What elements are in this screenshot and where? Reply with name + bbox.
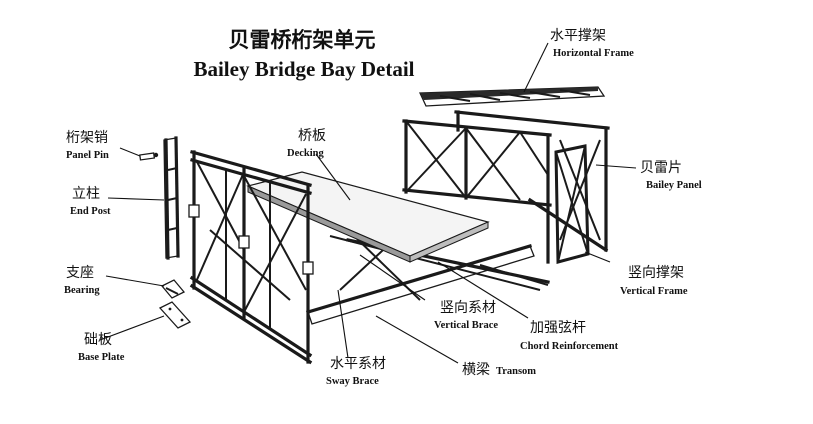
- label-bearing-cn: 支座: [66, 265, 94, 281]
- label-decking: 桥板 Decking: [287, 128, 326, 159]
- label-base-plate-en: Base Plate: [78, 352, 125, 363]
- rear-bailey-panel: [402, 110, 610, 264]
- label-bailey-panel-cn: 贝雷片: [640, 160, 682, 176]
- label-end-post-en: End Post: [70, 206, 111, 217]
- label-bailey-panel: 贝雷片 Bailey Panel: [640, 160, 702, 191]
- bearing-part: [160, 279, 186, 299]
- label-base-plate-cn: 础板: [84, 332, 112, 348]
- label-sway-brace-cn: 水平系材: [330, 356, 386, 372]
- label-base-plate: 础板 Base Plate: [78, 332, 125, 363]
- label-end-post: 立柱 End Post: [70, 186, 111, 217]
- end-post-part: [163, 136, 180, 260]
- label-decking-cn: 桥板: [298, 128, 326, 144]
- label-transom-en: Transom: [496, 366, 536, 377]
- label-vertical-brace-cn: 竖向系材: [440, 300, 496, 316]
- label-vertical-frame-en: Vertical Frame: [620, 286, 688, 297]
- label-transom-cn: 横梁: [462, 362, 490, 378]
- label-vertical-frame-cn: 竖向撑架: [628, 265, 684, 281]
- label-bearing: 支座 Bearing: [64, 265, 100, 296]
- leader-lines: [99, 42, 637, 364]
- vertical-frame-part: [554, 144, 590, 264]
- title-english: Bailey Bridge Bay Detail: [193, 57, 414, 81]
- title-chinese: 贝雷桥桁架单元: [229, 28, 376, 52]
- label-chord-reinforcement-en: Chord Reinforcement: [520, 341, 619, 352]
- label-horizontal-frame-cn: 水平撑架: [550, 28, 606, 44]
- label-bearing-en: Bearing: [64, 285, 100, 296]
- label-sway-brace: 水平系材 Sway Brace: [326, 356, 386, 387]
- label-vertical-brace: 竖向系材 Vertical Brace: [434, 300, 498, 331]
- horizontal-frame-part: [418, 86, 606, 107]
- label-transom: 横梁 Transom: [462, 362, 536, 378]
- label-vertical-brace-en: Vertical Brace: [434, 320, 498, 331]
- label-chord-reinforcement-cn: 加强弦杆: [530, 320, 586, 336]
- label-panel-pin-en: Panel Pin: [66, 150, 109, 161]
- label-end-post-cn: 立柱: [72, 186, 100, 202]
- label-horizontal-frame-en: Horizontal Frame: [553, 48, 634, 59]
- label-horizontal-frame: 水平撑架 Horizontal Frame: [550, 28, 634, 59]
- panel-pin-part: [139, 152, 159, 161]
- label-panel-pin-cn: 桁架销: [66, 130, 108, 146]
- label-vertical-frame: 竖向撑架 Vertical Frame: [620, 265, 688, 297]
- label-bailey-panel-en: Bailey Panel: [646, 180, 702, 191]
- base-plate-part: [158, 301, 192, 329]
- front-bailey-panel: [188, 150, 314, 365]
- label-chord-reinforcement: 加强弦杆 Chord Reinforcement: [520, 320, 619, 352]
- label-panel-pin: 桁架销 Panel Pin: [66, 130, 109, 161]
- label-decking-en: Decking: [287, 148, 325, 159]
- label-sway-brace-en: Sway Brace: [326, 376, 379, 387]
